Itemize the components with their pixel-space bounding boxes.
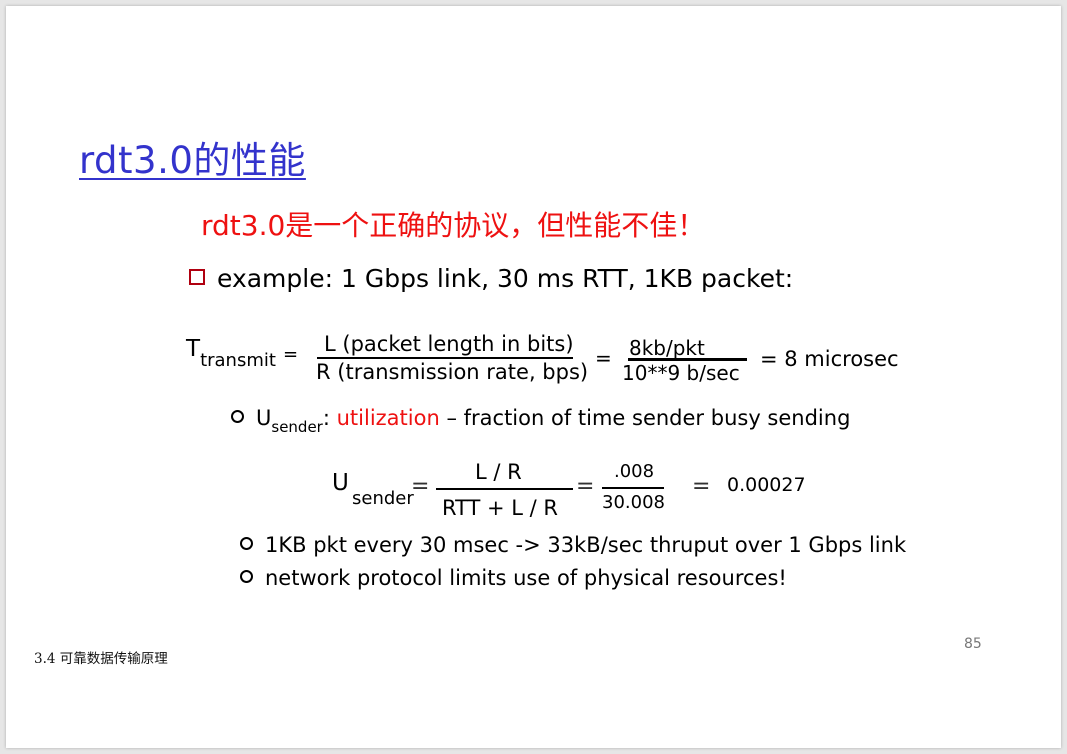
example-text: example: 1 Gbps link, 30 ms RTT, 1KB pac… [217, 264, 794, 293]
util-formula-equals-2: = [576, 474, 595, 499]
util-U: U [256, 406, 272, 430]
util-formula-U: U [332, 470, 349, 496]
square-bullet-icon [189, 269, 205, 285]
slide: rdt3.0的性能 rdt3.0是一个正确的协议，但性能不佳！ example:… [6, 6, 1061, 748]
section-footer: 3.4 可靠数据传输原理 [34, 651, 168, 667]
transmit-denominator-2: 10**9 b/sec [622, 361, 740, 385]
list-item: 1KB pkt every 30 msec -> 33kB/sec thrupu… [240, 533, 906, 557]
util-formula-equals-3: = [692, 474, 711, 499]
transmit-numerator: L (packet length in bits) [324, 332, 574, 356]
transmit-fraction-bar-2 [628, 358, 747, 361]
circle-bullet-icon [240, 537, 253, 550]
util-formula-subscript: sender [352, 488, 414, 509]
utilization-definition: – fraction of time sender busy sending [439, 406, 851, 430]
util-formula-numerator-2: .008 [614, 461, 655, 482]
util-formula-denominator-2: 30.008 [602, 492, 665, 513]
transmit-equals: = [283, 344, 299, 365]
transmit-numerator-2: 8kb/pkt [629, 336, 705, 360]
transmit-denominator: R (transmission rate, bps) [316, 360, 589, 384]
example-bullet: example: 1 Gbps link, 30 ms RTT, 1KB pac… [189, 264, 793, 293]
util-formula-equals: = [411, 474, 430, 499]
utilization-term: utilization [336, 406, 440, 430]
transmit-symbol: Ttransmit [186, 336, 276, 371]
utilization-bullet: Usender: utilization – fraction of time … [231, 406, 851, 436]
circle-bullet-icon [231, 410, 244, 423]
transmit-subscript: transmit [200, 350, 276, 371]
slide-title: rdt3.0的性能 [79, 139, 306, 182]
performance-claim: rdt3.0是一个正确的协议，但性能不佳！ [201, 209, 706, 242]
circle-bullet-icon [240, 570, 253, 583]
page-number: 85 [964, 636, 982, 652]
util-formula-result: 0.00027 [727, 474, 806, 496]
transmit-result: = 8 microsec [760, 347, 899, 371]
util-fraction-bar-2 [602, 487, 664, 489]
list-item: network protocol limits use of physical … [240, 566, 787, 590]
util-colon: : [322, 406, 337, 430]
transmit-equals-2: = [595, 346, 612, 370]
list-item-text: network protocol limits use of physical … [265, 566, 787, 590]
transmit-fraction-bar [317, 357, 573, 359]
util-formula-numerator: L / R [475, 460, 522, 484]
util-subscript: sender [271, 418, 323, 436]
util-fraction-bar [436, 488, 573, 490]
transmit-T: T [186, 336, 201, 362]
util-formula-denominator: RTT + L / R [442, 496, 559, 520]
list-item-text: 1KB pkt every 30 msec -> 33kB/sec thrupu… [265, 533, 907, 557]
